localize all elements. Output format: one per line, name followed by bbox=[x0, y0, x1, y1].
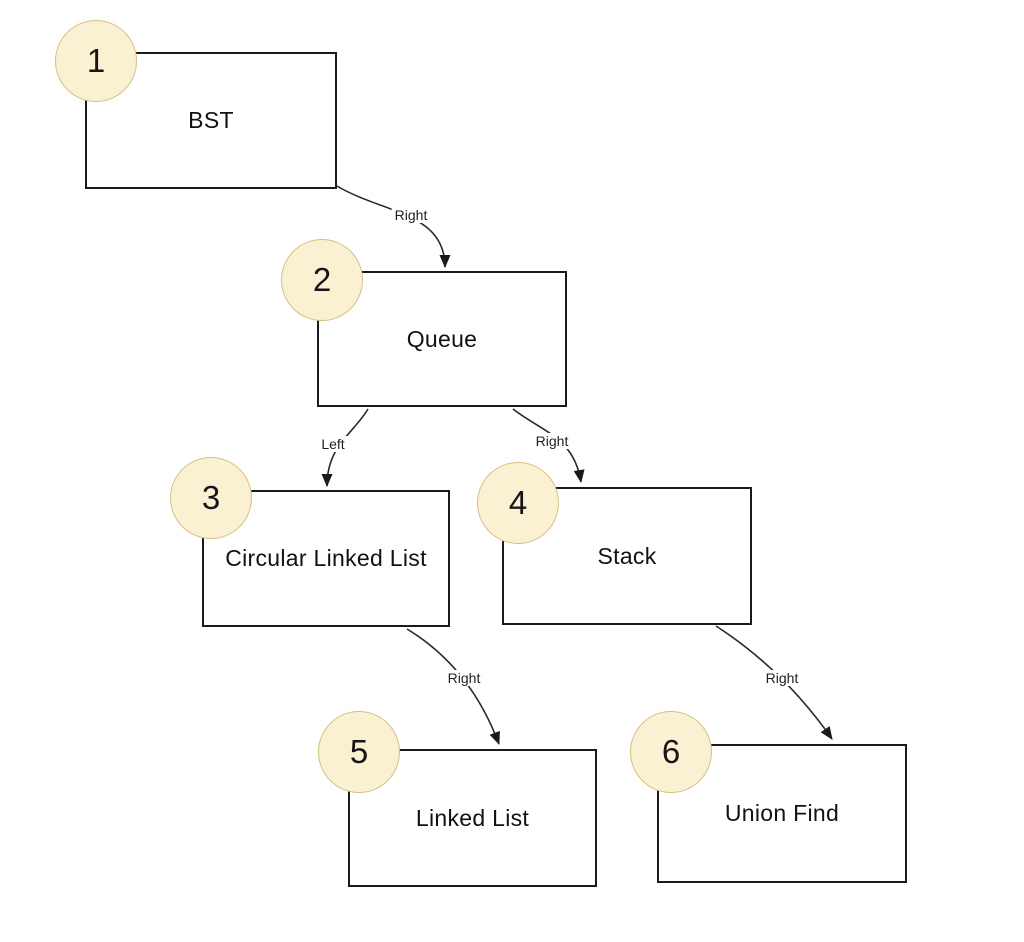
badge-number: 4 bbox=[508, 484, 528, 521]
badge-number: 6 bbox=[661, 733, 681, 770]
edge-circular-linked-list-linked-list[interactable] bbox=[406, 628, 500, 745]
node-linked-list-label: Linked List bbox=[415, 804, 530, 831]
edge-label-queue-circular-linked-list: Left bbox=[318, 436, 348, 452]
edge-label-bst-queue: Right bbox=[391, 207, 431, 223]
node-circular-linked-list[interactable]: Circular Linked List bbox=[202, 490, 450, 627]
node-circular-linked-list-label: Circular Linked List bbox=[225, 545, 427, 571]
node-stack-order-badge: 4 bbox=[477, 462, 559, 544]
edge-label-queue-stack: Right bbox=[532, 433, 572, 449]
node-circular-linked-list-order-badge: 3 bbox=[170, 457, 252, 539]
badge-number: 5 bbox=[349, 733, 369, 770]
node-bst-label: BST bbox=[188, 107, 234, 133]
node-stack-label: Stack bbox=[597, 542, 657, 569]
node-union-find-order-badge: 6 bbox=[630, 711, 712, 793]
node-queue-order-badge: 2 bbox=[281, 239, 363, 321]
node-queue-label: Queue bbox=[406, 325, 478, 352]
edge-label-stack-union-find: Right bbox=[762, 670, 802, 686]
node-linked-list-order-badge: 5 bbox=[318, 711, 400, 793]
node-bst-order-badge: 1 bbox=[55, 20, 137, 102]
badge-number: 1 bbox=[86, 42, 106, 79]
node-union-find-label: Union Find bbox=[724, 800, 840, 826]
badge-number: 2 bbox=[312, 261, 332, 298]
edge-label-circular-linked-list-linked-list: Right bbox=[444, 670, 484, 686]
badge-number: 3 bbox=[201, 479, 221, 516]
